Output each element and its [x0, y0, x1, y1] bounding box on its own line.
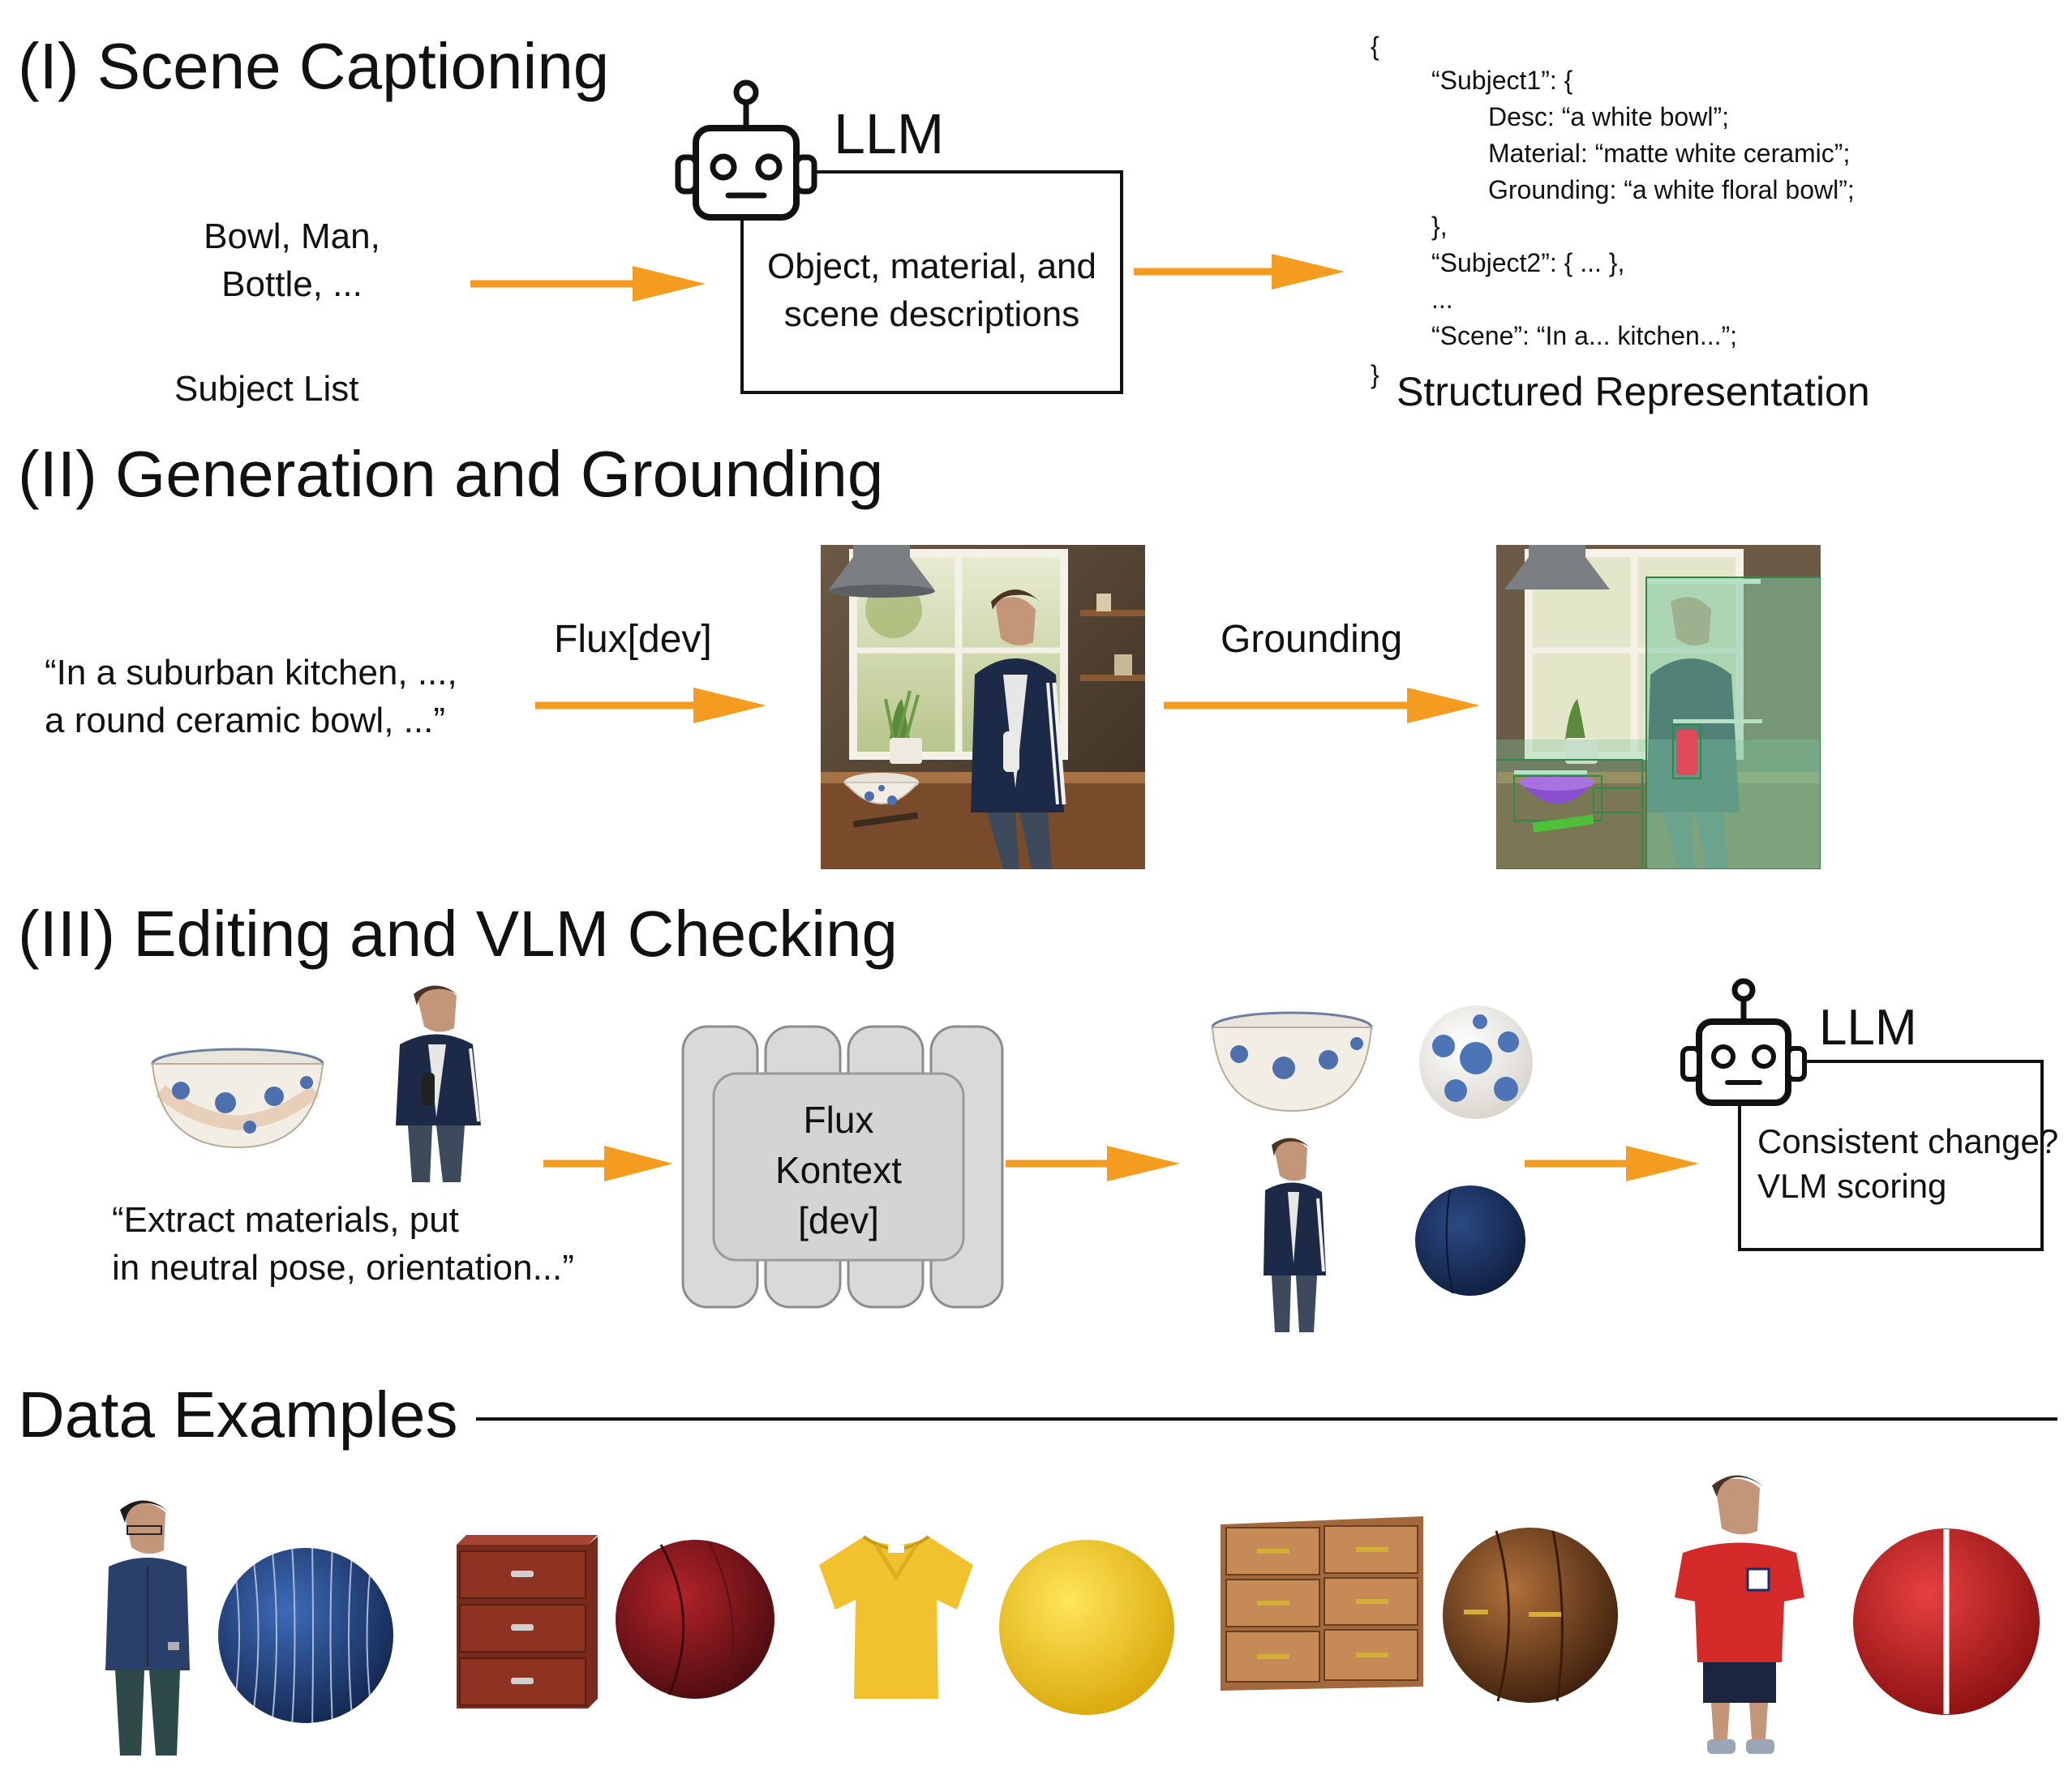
generated-kitchen-image	[821, 545, 1145, 869]
structured-representation-label: Structured Representation	[1397, 369, 1870, 414]
example-red-wood-sphere-image	[616, 1540, 774, 1699]
flux-kontext-model-diagram	[681, 1025, 1004, 1309]
arrow-input-to-kontext	[543, 1146, 673, 1181]
struct-line-close1: },	[1431, 212, 1448, 241]
editing-instruction-line2: in neutral pose, orientation...”	[112, 1248, 574, 1288]
flux-dev-label: Flux[dev]	[554, 618, 712, 661]
output-floral-sphere-image	[1419, 1005, 1533, 1119]
generation-prompt-line1: “In a suburban kitchen, ...,	[45, 653, 457, 692]
section-2-title: (II) Generation and Grounding	[18, 438, 884, 510]
robot-icon	[675, 79, 817, 221]
llm-label-2: LLM	[1819, 1000, 1917, 1056]
robot-icon	[1680, 978, 1807, 1106]
arrow-kontext-to-outputs	[1006, 1146, 1180, 1181]
output-navy-sphere-image	[1415, 1185, 1525, 1296]
llm-description-box: Object, material, and scene descriptions	[740, 170, 1123, 394]
vlm-check-text: Consistent change? VLM scoring	[1757, 1120, 2058, 1208]
arrow-llm-to-structured	[1134, 254, 1345, 289]
data-examples-title: Data Examples	[18, 1378, 458, 1451]
example-man-red-jersey-image	[1675, 1475, 1804, 1754]
output-bowl-image	[1211, 1011, 1373, 1112]
example-drawer-cabinet-image	[457, 1535, 598, 1708]
section-1-title: (I) Scene Captioning	[18, 30, 610, 102]
example-man-blue-shirt-image	[105, 1500, 190, 1756]
llm-box-line2: scene descriptions	[783, 294, 1080, 335]
example-striped-sphere-image	[218, 1548, 393, 1723]
flux-kontext-label: Flux Kontext [dev]	[714, 1095, 963, 1245]
editing-instruction: “Extract materials, put in neutral pose,…	[112, 1196, 574, 1293]
struct-line-subject1: “Subject1”: {	[1431, 66, 1573, 95]
input-bowl-image	[151, 1048, 324, 1149]
subject-items: Bowl, Man, Bottle, ...	[162, 212, 422, 309]
struct-line-desc: Desc: “a white bowl”;	[1488, 102, 1729, 131]
flux-kontext-line2: Kontext	[775, 1149, 902, 1192]
arrow-subjects-to-llm	[470, 266, 706, 302]
subject-items-line2: Bottle, ...	[221, 264, 363, 305]
input-man-image	[396, 985, 481, 1182]
struct-line-ellipsis: ...	[1431, 285, 1453, 314]
example-red-ball-image	[1853, 1528, 2040, 1715]
grounding-label: Grounding	[1221, 618, 1403, 661]
grounded-kitchen-image	[1496, 545, 1821, 869]
struct-line-scene: “Scene”: “In a... kitchen...”;	[1431, 321, 1738, 350]
editing-instruction-line1: “Extract materials, put	[112, 1200, 459, 1240]
llm-box-line1: Object, material, and	[767, 247, 1096, 286]
flux-kontext-line3: [dev]	[798, 1199, 879, 1242]
vlm-check-line2: VLM scoring	[1757, 1166, 1947, 1205]
output-man-neutral-pose-image	[1264, 1138, 1326, 1332]
flux-kontext-line1: Flux	[803, 1099, 874, 1141]
subject-items-line1: Bowl, Man,	[204, 216, 380, 256]
vlm-check-line1: Consistent change?	[1757, 1122, 2059, 1160]
subject-list-label: Subject List	[174, 369, 359, 409]
struct-line-subject2: “Subject2”: { ... },	[1431, 248, 1625, 277]
generation-prompt: “In a suburban kitchen, ..., a round cer…	[45, 649, 457, 745]
llm-label-1: LLM	[834, 102, 945, 165]
section-3-title: (III) Editing and VLM Checking	[18, 898, 898, 970]
generation-prompt-line2: a round ceramic bowl, ...”	[45, 701, 445, 741]
example-yellow-tshirt-image	[819, 1535, 973, 1699]
data-examples-divider	[476, 1417, 2057, 1421]
structured-close-brace: }	[1371, 360, 1379, 389]
arrow-outputs-to-vlm	[1525, 1146, 1699, 1181]
struct-line-material: Material: “matte white ceramic”;	[1488, 139, 1851, 168]
example-yellow-sphere-image	[999, 1540, 1174, 1715]
example-wood-sphere-image	[1443, 1528, 1618, 1703]
llm-box-text: Object, material, and scene descriptions	[744, 242, 1120, 339]
example-wood-dresser-image	[1221, 1516, 1423, 1691]
struct-line-grounding: Grounding: “a white floral bowl”;	[1488, 175, 1855, 204]
arrow-image-to-grounding	[1164, 688, 1480, 723]
structured-open-brace: {	[1371, 32, 1379, 61]
arrow-prompt-to-image	[535, 688, 766, 723]
